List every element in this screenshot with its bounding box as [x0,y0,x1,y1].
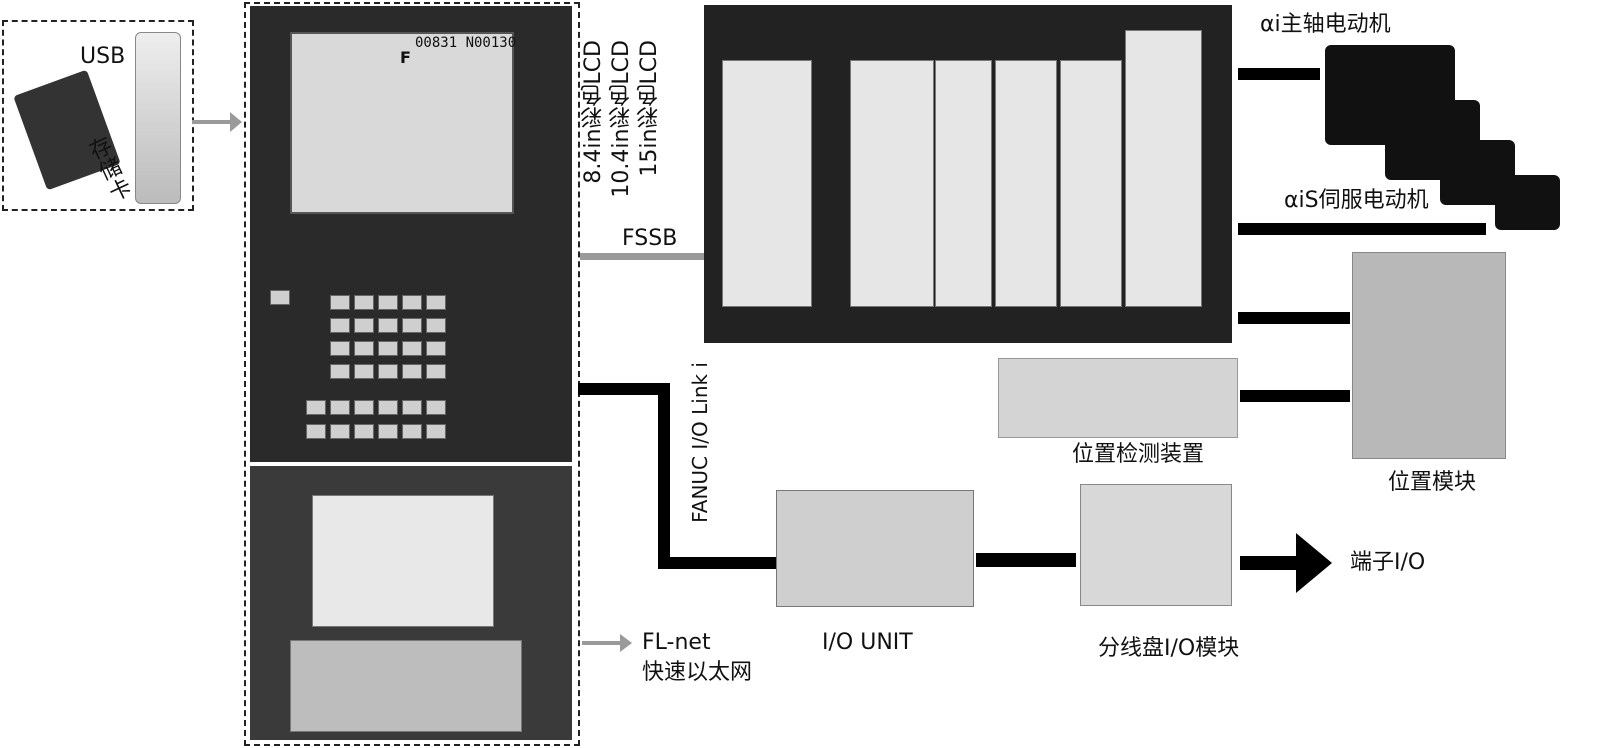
amp-module-4 [995,60,1057,307]
position-module-label: 位置模块 [1388,470,1477,495]
position-module-line [1238,312,1350,324]
terminal-arrow-head [1296,533,1332,593]
terminal-arrow-shaft [1240,556,1300,570]
spindle-motor-label: αi主轴电动机 [1260,12,1391,37]
cnc-screen [290,32,514,214]
distribution-io-image [1080,484,1232,606]
cnc-box [244,2,580,746]
terminal-io-label: 端子I/O [1350,550,1426,575]
fl-net-arrow [582,641,622,645]
position-detector-line [1240,390,1350,402]
cnc-controller-housing [312,495,494,627]
servo-motor-image-3 [1495,175,1560,230]
cnc-screen-header: 00831 N00130 [415,35,517,51]
storage-arrow-head [230,112,242,132]
io-unit-label: I/O UNIT [822,630,913,655]
fl-net-label: FL-net [642,630,711,655]
amp-module-5 [1060,60,1122,307]
servo-motor-label: αiS伺服电动机 [1284,188,1429,213]
storage-arrow [192,120,234,124]
io-unit-image [776,490,974,607]
fl-net-arrow-head [620,634,632,652]
io-unit-to-distribution-line [976,553,1076,567]
distribution-io-label: 分线盘I/O模块 [1098,636,1240,661]
usb-stick-image [135,32,181,204]
fast-ethernet-label: 快速以太网 [642,660,753,685]
lcd-15-label: 15in彩色LCD [637,40,662,177]
servo-line [1238,223,1486,235]
amp-module-3 [935,60,992,307]
amp-module-2 [850,60,934,307]
amp-module-1 [722,60,812,307]
io-link-line-h1 [578,383,668,395]
position-detector-label: 位置检测装置 [1072,442,1205,467]
cnc-controller-board [290,640,522,732]
cnc-keypad [270,290,470,450]
fssb-line [580,253,704,260]
usb-label: USB [80,44,126,69]
io-link-line-v [658,383,670,569]
io-link-label: FANUC I/O Link i [688,362,712,523]
fssb-label: FSSB [622,226,678,251]
amp-module-6 [1125,30,1202,307]
position-detector-image [998,358,1238,438]
position-module-image [1352,252,1506,459]
io-link-line-h2 [658,557,776,569]
storage-box [2,20,194,211]
cnc-screen-mode: F [400,48,411,67]
spindle-line [1238,68,1320,80]
